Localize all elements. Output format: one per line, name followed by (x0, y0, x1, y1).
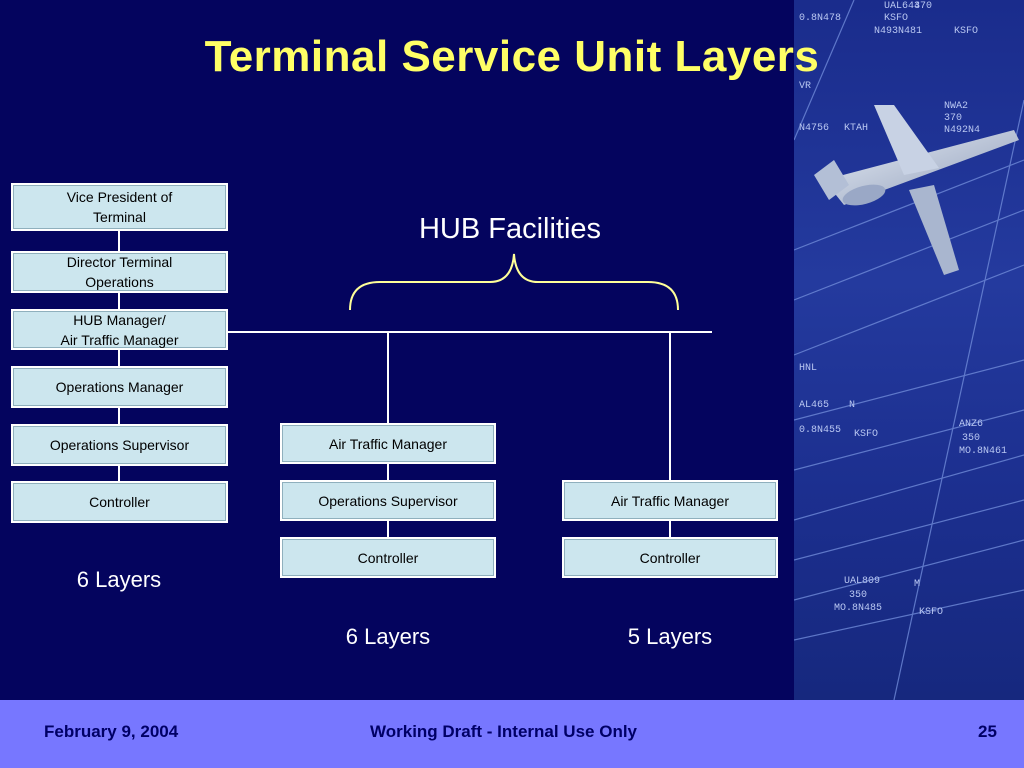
radar-track-lines (793, 0, 1024, 701)
box-label-line1: HUB Manager/ (73, 311, 166, 328)
hub-horizontal-connector (226, 331, 712, 333)
box-label: Operations Supervisor (318, 492, 458, 509)
hub-manager-box: HUB Manager/Air Traffic Manager (13, 311, 226, 348)
radar-label: KSFO (854, 429, 878, 440)
operations-supervisor-box-left: Operations Supervisor (13, 426, 226, 464)
footer-center-text: Working Draft - Internal Use Only (370, 722, 638, 741)
operations-manager-box: Operations Manager (13, 368, 226, 406)
radar-label: KSFO (919, 607, 943, 618)
radar-label: UAL644 (884, 1, 920, 12)
footer-date: February 9, 2004 (44, 722, 179, 741)
radar-image: UAL644 370 0.8N478 KSFO N493N481 KSFO VR… (793, 0, 1024, 701)
radar-label: ANZ6 (959, 419, 983, 430)
radar-label: 350 (962, 433, 980, 444)
vp-terminal-box: Vice President of Terminal (13, 185, 226, 229)
box-label: Operations Supervisor (49, 437, 190, 453)
airplane-icon (814, 105, 1019, 275)
hub-facilities-label: HUB Facilities (418, 213, 602, 245)
box-label: Air Traffic Manager (610, 492, 729, 509)
box-label: Controller (639, 549, 701, 566)
radar-label: KTAH (844, 123, 868, 134)
radar-label: 0.8N455 (799, 425, 841, 436)
radar-label: MO.8N461 (959, 446, 1007, 457)
box-label: Air Traffic Manager (328, 435, 447, 452)
footer-bar: February 9, 2004 Working Draft - Interna… (0, 700, 1024, 768)
layers-label-right: 5 Layers (627, 624, 713, 649)
radar-label: N492N4 (944, 125, 980, 136)
radar-label: KSFO (954, 26, 978, 37)
controller-box-left: Controller (13, 483, 226, 521)
radar-label: UAL809 (844, 576, 880, 587)
box-label: Operations Manager (55, 379, 184, 395)
radar-label: N (849, 400, 855, 411)
radar-background-image: UAL644 370 0.8N478 KSFO N493N481 KSFO VR… (793, 0, 1024, 701)
box-label: Controller (357, 549, 419, 566)
box-label-line2: Air Traffic Manager (60, 331, 179, 348)
box-label-line1: Director Terminal (66, 254, 173, 270)
box-label-line1: Vice President of (66, 189, 173, 205)
box-label-line2: Terminal (93, 209, 146, 225)
radar-label: 350 (849, 590, 867, 601)
radar-label: N493N481 (874, 26, 922, 37)
box-label: Controller (89, 494, 150, 510)
radar-label: NWA2 (944, 101, 968, 112)
hub-brace (349, 253, 679, 311)
footer-page-number: 25 (978, 722, 997, 741)
left-chain-connector (118, 230, 120, 484)
radar-label: MO.8N485 (834, 603, 882, 614)
radar-label: KSFO (884, 13, 908, 24)
right-chain-connector (669, 331, 671, 539)
air-traffic-manager-box-middle: Air Traffic Manager (282, 425, 494, 462)
radar-label: AL465 (799, 400, 829, 411)
radar-text: UAL644 370 0.8N478 KSFO N493N481 KSFO VR… (799, 1, 1007, 618)
air-traffic-manager-box-right: Air Traffic Manager (564, 482, 776, 519)
radar-label: N4756 (799, 123, 829, 134)
layers-label-middle: 6 Layers (345, 624, 431, 649)
radar-label: VR (799, 81, 811, 92)
radar-label: 370 (914, 1, 932, 12)
controller-box-right: Controller (564, 539, 776, 576)
radar-label: 370 (944, 113, 962, 124)
radar-label: HNL (799, 363, 817, 374)
box-label-line2: Operations (85, 274, 154, 290)
operations-supervisor-box-middle: Operations Supervisor (282, 482, 494, 519)
controller-box-middle: Controller (282, 539, 494, 576)
slide-title: Terminal Service Unit Layers (204, 32, 820, 81)
layers-label-left: 6 Layers (76, 567, 162, 592)
radar-label: M (914, 579, 920, 590)
radar-label: 0.8N478 (799, 13, 841, 24)
